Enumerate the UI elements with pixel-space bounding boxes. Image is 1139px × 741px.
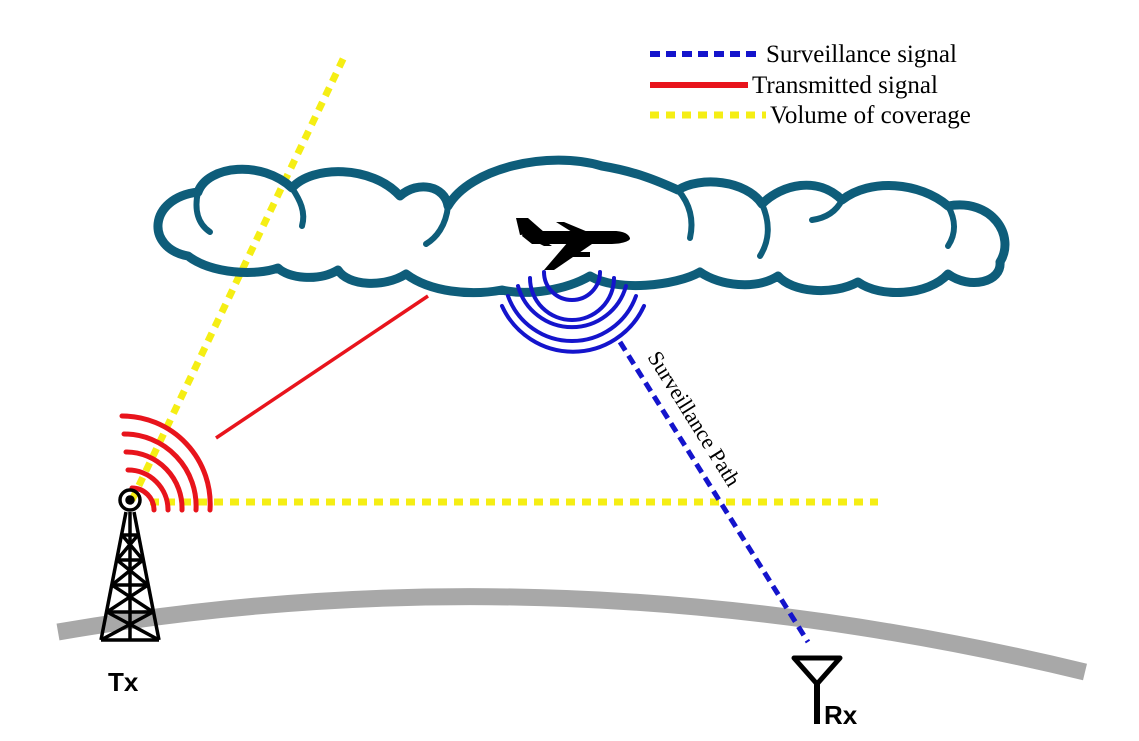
transmitted-waves: [119, 413, 213, 513]
tx-wave-3: [123, 449, 185, 513]
cloud-inner-fold-6: [945, 203, 957, 249]
cloud-inner-fold-3: [675, 187, 695, 241]
radio-tower-icon: [99, 488, 161, 642]
cloud-inner-fold-5: [809, 197, 845, 223]
cloud: [153, 155, 1010, 298]
rx-label: Rx: [824, 700, 858, 730]
surveillance-signal-path: [617, 340, 811, 644]
echo-wave-5: [500, 304, 646, 354]
airplane-icon: [516, 218, 630, 270]
tower-leg-left: [99, 511, 128, 641]
tx-wave-4: [121, 431, 199, 513]
transmitted-signal-path: [215, 294, 429, 440]
tower-beacon-outer: [118, 488, 142, 512]
tx-wave-2: [125, 467, 171, 513]
ground-curve: [56, 588, 1087, 681]
antenna-dish: [791, 655, 843, 687]
cloud-inner-fold-7: [193, 189, 213, 235]
tower-brace-4: [100, 610, 160, 642]
airplane-fuselage: [522, 231, 630, 244]
airplane-engine: [572, 252, 590, 257]
airplane-near-wing: [544, 242, 592, 270]
legend: Surveillance signal Transmitted signal V…: [650, 41, 971, 129]
tower-brace-3: [106, 583, 154, 614]
legend-label-coverage: Volume of coverage: [770, 102, 971, 129]
cloud-outline: [153, 155, 1010, 298]
tower-leg-right: [132, 511, 161, 641]
cloud-inner-fold-4: [757, 201, 771, 259]
echo-wave-3: [516, 284, 628, 330]
surveillance-waves: [500, 270, 646, 354]
echo-wave-2: [528, 276, 616, 322]
legend-label-surveillance: Surveillance signal: [766, 41, 957, 68]
tower-brace-2: [110, 558, 150, 587]
antenna-icon: [791, 655, 843, 724]
cloud-inner-fold-2: [423, 203, 451, 247]
surveillance-path-label: Surveillance Path: [643, 346, 746, 490]
tower-beacon-inner: [125, 495, 135, 505]
tx-wave-1: [129, 485, 157, 513]
cloud-inner-fold-1: [289, 185, 307, 229]
tx-wave-5: [119, 413, 213, 513]
tx-label: Tx: [108, 667, 139, 697]
echo-wave-4: [506, 294, 638, 343]
airplane-far-wing: [556, 222, 588, 232]
airplane-tail-fin: [516, 218, 544, 235]
legend-label-transmitted: Transmitted signal: [752, 72, 938, 99]
tower-brace-1: [115, 533, 145, 562]
echo-wave-1: [542, 270, 602, 302]
airplane-tail-plane: [528, 238, 552, 246]
